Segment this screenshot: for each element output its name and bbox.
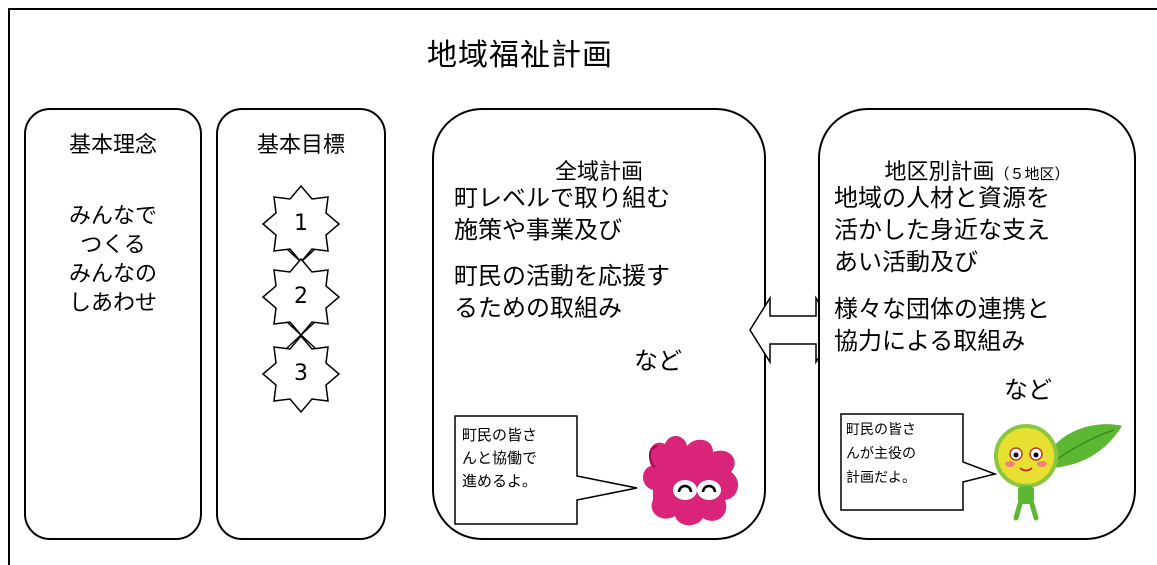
town-plan-line: 町民の活動を応援す xyxy=(454,262,670,290)
bubble-line: 計画だよ。 xyxy=(846,470,916,486)
town-plan-line: 施策や事業及び xyxy=(454,216,622,244)
district-plan-para2: 様々な団体の連携と 協力による取組み xyxy=(834,293,1050,357)
district-plan-suffix: など xyxy=(1004,376,1052,404)
district-plan-line: 協力による取組み xyxy=(834,327,1026,355)
goal-number: 3 xyxy=(294,361,308,386)
speech-bubble-right-text: 町民の皆さ んが主役の 計画だよ。 xyxy=(846,418,916,490)
town-plan-para2: 町民の活動を応援す るための取組み xyxy=(454,260,670,324)
philosophy-line: みんなで xyxy=(68,204,157,229)
philosophy-line: みんなの xyxy=(68,262,157,287)
town-plan-para1: 町レベルで取り組む 施策や事業及び xyxy=(454,182,670,246)
goal-star-2: 2 xyxy=(261,257,341,337)
bubble-line: んが主役の xyxy=(846,446,916,462)
philosophy-line: つくる xyxy=(80,233,146,258)
leaf-mascot-icon xyxy=(994,424,1122,521)
goals-header: 基本目標 xyxy=(256,133,345,158)
philosophy-text: みんなで つくる みんなの しあわせ xyxy=(26,202,200,318)
bubble-line: 進めるよ。 xyxy=(462,472,538,490)
district-plan-line: 様々な団体の連携と xyxy=(834,295,1050,323)
district-plan-line: 地域の人材と資源を xyxy=(834,184,1050,212)
pink-mascot-icon xyxy=(643,435,739,526)
goal-star-1: 1 xyxy=(261,184,341,264)
bubble-line: 町民の皆さ xyxy=(846,422,916,438)
bubble-line: 町民の皆さ xyxy=(462,426,538,444)
district-plan-para1: 地域の人材と資源を 活かした身近な支え あい活動及び xyxy=(834,182,1050,278)
philosophy-header: 基本理念 xyxy=(68,133,157,158)
goal-number: 2 xyxy=(294,284,308,309)
district-plan-header-note: （５地区） xyxy=(994,165,1070,183)
district-plan-header: 地区別計画（５地区） xyxy=(820,154,1134,186)
town-plan-suffix: など xyxy=(634,347,682,375)
town-plan-line: るための取組み xyxy=(454,294,622,322)
speech-bubble-right xyxy=(840,413,998,511)
goal-star-3: 3 xyxy=(261,334,341,414)
speech-bubble-left-text: 町民の皆さ んと協働で 進めるよ。 xyxy=(462,424,537,493)
philosophy-line: しあわせ xyxy=(68,291,157,316)
bubble-line: んと協働で xyxy=(462,449,538,467)
philosophy-box: 基本理念 みんなで つくる みんなの しあわせ xyxy=(24,108,202,540)
town-plan-header: 全域計画 xyxy=(554,160,643,185)
diagram-frame xyxy=(8,8,1157,565)
town-plan-line: 町レベルで取り組む xyxy=(454,184,670,212)
eight-point-star-icon xyxy=(261,334,341,414)
diagram-title: 地域福祉計画 xyxy=(427,38,613,73)
goal-number: 1 xyxy=(294,211,308,236)
district-plan-line: あい活動及び xyxy=(834,248,978,276)
district-plan-header-main: 地区別計画 xyxy=(884,160,995,185)
speech-bubble-left xyxy=(454,415,638,525)
district-plan-line: 活かした身近な支え xyxy=(834,216,1050,244)
